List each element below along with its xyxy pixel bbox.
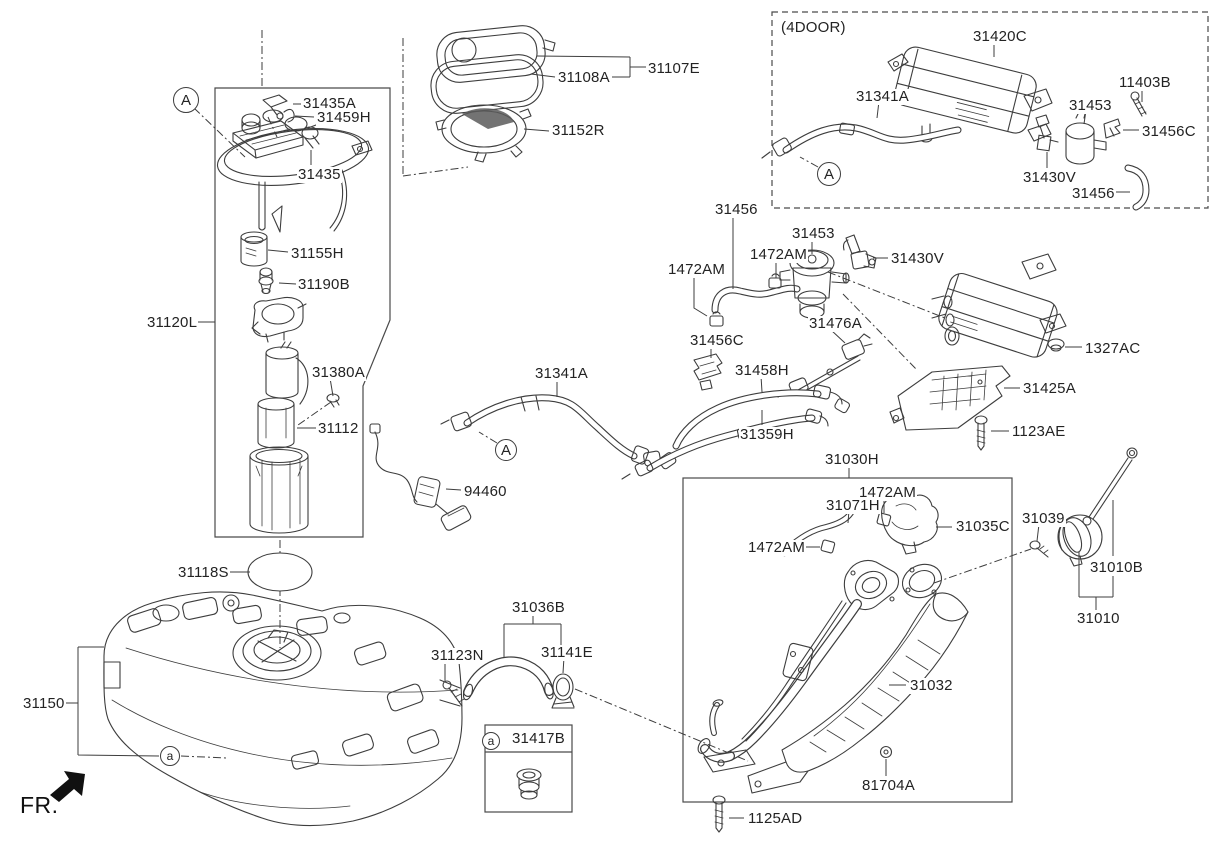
callout-A-0[interactable]: A — [173, 87, 199, 113]
part-label-31420c-4door[interactable]: 31420C — [972, 28, 1028, 45]
filler-pipe-drawing — [697, 494, 969, 833]
part-label-31341a[interactable]: 31341A — [534, 365, 589, 382]
part-label-31120l[interactable]: 31120L — [146, 314, 199, 331]
leader-lines — [64, 41, 1143, 819]
part-label-31035c[interactable]: 31035C — [955, 518, 1011, 535]
part-label-31039[interactable]: 31039 — [1021, 510, 1066, 527]
part-label-31150[interactable]: 31150 — [22, 695, 66, 712]
part-label-11403b[interactable]: 11403B — [1118, 74, 1172, 91]
part-label-31456c[interactable]: 31456C — [689, 332, 745, 349]
fuel-sender-drawing — [369, 423, 472, 531]
part-label-31459h[interactable]: 31459H — [316, 109, 372, 126]
fourdoor-variant-box — [771, 11, 1209, 209]
part-label-31456c-4door[interactable]: 31456C — [1141, 123, 1197, 140]
part-label-31417b[interactable]: 31417B — [511, 730, 566, 747]
part-label-31456-4door[interactable]: 31456 — [1071, 185, 1116, 202]
part-label-1123ae[interactable]: 1123AE — [1011, 423, 1067, 440]
purge-valve-drawing — [693, 234, 877, 398]
part-label-31430v-4door[interactable]: 31430V — [1022, 169, 1077, 186]
part-label-31123n[interactable]: 31123N — [430, 647, 485, 664]
part-label-31152r[interactable]: 31152R — [551, 122, 606, 139]
part-label-31032[interactable]: 31032 — [909, 677, 954, 694]
canister-drawing — [889, 253, 1067, 451]
part-label-31190b[interactable]: 31190B — [297, 276, 351, 293]
part-label-31030h[interactable]: 31030H — [824, 451, 880, 468]
part-label-31071h[interactable]: 31071H — [825, 497, 881, 514]
part-label-31435a[interactable]: 31435A — [302, 95, 357, 112]
part-label-1327ac[interactable]: 1327AC — [1084, 340, 1142, 357]
callout-A-1[interactable]: A — [817, 162, 841, 186]
part-label-31476a[interactable]: 31476A — [808, 315, 863, 332]
part-label-31458h[interactable]: 31458H — [734, 362, 790, 379]
part-label-31430v[interactable]: 31430V — [890, 250, 945, 267]
part-label-1472am-2[interactable]: 1472AM — [667, 261, 727, 278]
part-label-31112[interactable]: 31112 — [317, 420, 360, 437]
part-label-31453-4door[interactable]: 31453 — [1068, 97, 1113, 114]
callout-a-4[interactable]: a — [482, 732, 500, 750]
part-label-31118s[interactable]: 31118S — [177, 564, 230, 581]
front-direction-arrow-icon — [50, 771, 85, 802]
part-label-94460[interactable]: 94460 — [463, 483, 508, 500]
callout-a-3[interactable]: a — [160, 746, 180, 766]
part-label-31141e[interactable]: 31141E — [540, 644, 594, 661]
part-label-1472am-1[interactable]: 1472AM — [749, 246, 809, 263]
part-label-31341a-4door[interactable]: 31341A — [855, 88, 910, 105]
part-label-81704a[interactable]: 81704A — [861, 777, 916, 794]
part-label-4door-note[interactable]: (4DOOR) — [780, 19, 847, 36]
part-label-31380a[interactable]: 31380A — [311, 364, 366, 381]
part-label-31359h[interactable]: 31359H — [739, 426, 795, 443]
fuel-hoses-drawing — [440, 384, 851, 480]
fourdoor-canister-drawing — [761, 46, 1150, 211]
filler-pipe-box — [682, 477, 1013, 803]
part-label-1472am-4[interactable]: 1472AM — [747, 539, 807, 556]
part-label-31107e[interactable]: 31107E — [647, 60, 701, 77]
part-label-31010b[interactable]: 31010B — [1089, 559, 1144, 576]
part-label-31453[interactable]: 31453 — [791, 225, 836, 242]
part-label-31425a[interactable]: 31425A — [1022, 380, 1077, 397]
part-label-31456[interactable]: 31456 — [714, 201, 759, 218]
breather-hose-drawing — [462, 656, 575, 800]
grommet-kit-box — [484, 724, 573, 813]
part-label-1472am-3[interactable]: 1472AM — [858, 484, 918, 501]
part-label-31435[interactable]: 31435 — [297, 166, 342, 183]
fuel-pump-module-drawing — [216, 94, 373, 592]
part-label-31155h[interactable]: 31155H — [290, 245, 345, 262]
pump-cover-drawing — [430, 25, 556, 163]
callout-A-2[interactable]: A — [495, 439, 517, 461]
fuel-tank-drawing — [103, 591, 465, 827]
part-label-31036b[interactable]: 31036B — [511, 599, 566, 616]
front-direction-label: FR. — [20, 792, 59, 818]
part-label-31108a[interactable]: 31108A — [557, 69, 611, 86]
part-label-1125ad[interactable]: 1125AD — [747, 810, 804, 827]
pump-module-box — [214, 87, 391, 538]
fuel-cap-drawing — [1029, 447, 1138, 567]
part-label-31010[interactable]: 31010 — [1076, 610, 1121, 627]
